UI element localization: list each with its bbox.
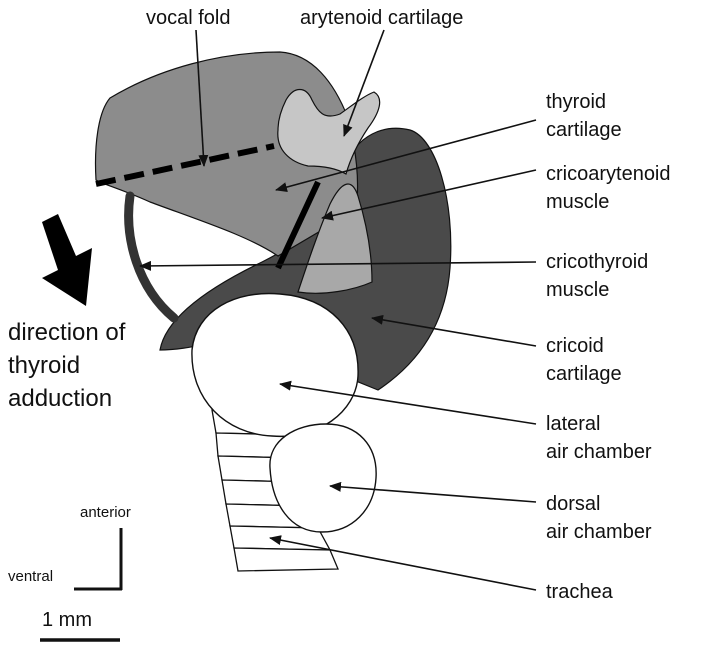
label-arytenoid-cartilage: arytenoid cartilage	[300, 4, 463, 32]
label-trachea: trachea	[546, 578, 613, 606]
cricothyroid-muscle-band	[129, 196, 174, 318]
label-direction-line2: thyroid	[8, 349, 80, 382]
label-direction-line1: direction of	[8, 316, 125, 349]
label-cricoid-cartilage-line1: cricoid	[546, 332, 604, 360]
label-ventral: ventral	[8, 568, 53, 586]
label-cricoarytenoid-muscle-line2: muscle	[546, 188, 609, 216]
label-cricoarytenoid-muscle-line1: cricoarytenoid	[546, 160, 671, 188]
label-dorsal-air-chamber-line2: air chamber	[546, 518, 652, 546]
label-dorsal-air-chamber-line1: dorsal	[546, 490, 600, 518]
orientation-indicator	[74, 528, 122, 590]
label-direction-line3: adduction	[8, 382, 112, 415]
label-lateral-air-chamber-line1: lateral	[546, 410, 600, 438]
dorsal-air-chamber-shape	[270, 424, 376, 532]
label-anterior: anterior	[80, 504, 131, 522]
direction-arrow	[42, 214, 92, 306]
label-thyroid-cartilage-line2: cartilage	[546, 116, 622, 144]
trachea-ring	[234, 548, 338, 571]
label-lateral-air-chamber-line2: air chamber	[546, 438, 652, 466]
label-cricothyroid-muscle-line1: cricothyroid	[546, 248, 648, 276]
label-vocal-fold: vocal fold	[146, 4, 231, 32]
scale-bar-label: 1 mm	[42, 606, 92, 634]
label-thyroid-cartilage-line1: thyroid	[546, 88, 606, 116]
label-cricothyroid-muscle-line2: muscle	[546, 276, 609, 304]
label-cricoid-cartilage-line2: cartilage	[546, 360, 622, 388]
